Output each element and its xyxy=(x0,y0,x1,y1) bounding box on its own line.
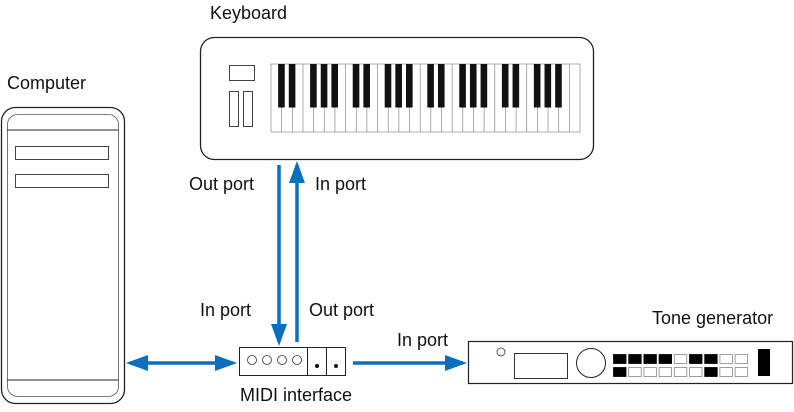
black-key xyxy=(501,64,509,108)
black-key xyxy=(437,64,445,108)
black-key xyxy=(395,64,402,108)
midi-interface-device xyxy=(239,347,346,376)
black-key xyxy=(331,64,339,108)
tone-in-port-label: In port xyxy=(397,330,449,350)
tone-generator-button xyxy=(658,367,672,377)
tone-generator-button xyxy=(734,354,748,364)
tone-generator-button xyxy=(704,367,718,377)
midi-interface-label: MIDI interface xyxy=(240,385,353,405)
black-key xyxy=(459,64,466,108)
black-key xyxy=(352,64,360,108)
black-key xyxy=(480,64,488,108)
tone-generator-button xyxy=(628,367,642,377)
white-keys-frame xyxy=(270,63,581,133)
black-key xyxy=(512,64,520,108)
tone-generator-device xyxy=(467,340,794,385)
black-key xyxy=(310,64,317,108)
black-key xyxy=(533,64,541,108)
computer-tower xyxy=(0,106,126,405)
black-key xyxy=(278,64,285,108)
tone-generator-button xyxy=(689,354,703,364)
tone-generator-button xyxy=(719,354,733,364)
black-key xyxy=(555,64,562,108)
tone-generator-button xyxy=(658,354,672,364)
black-key xyxy=(320,64,328,108)
keyboard-in-port-label: In port xyxy=(315,174,367,194)
keyboard-label: Keyboard xyxy=(210,3,288,23)
tone-generator-button xyxy=(673,354,688,364)
tone-generator-button xyxy=(673,367,688,377)
drive-bay xyxy=(15,146,109,160)
interface-out-port-label: Out port xyxy=(309,300,375,320)
keyboard-out-port-label: Out port xyxy=(189,174,255,194)
tone-generator-button xyxy=(613,354,627,364)
black-key xyxy=(469,64,477,108)
tone-generator-button xyxy=(734,367,748,377)
tone-generator-button xyxy=(643,367,657,377)
tone-generator-button xyxy=(719,367,733,377)
black-key xyxy=(544,64,552,108)
piano-keys xyxy=(270,63,581,133)
tone-generator-button xyxy=(613,367,627,377)
tone-generator-button xyxy=(643,354,657,364)
computer-label: Computer xyxy=(7,73,87,93)
drive-bay xyxy=(15,174,109,188)
interface-in-port-label: In port xyxy=(200,300,252,320)
keyboard-device xyxy=(199,36,595,161)
black-key xyxy=(427,64,434,108)
black-key xyxy=(363,64,370,108)
tone-generator-button xyxy=(704,354,718,364)
black-key xyxy=(288,64,296,108)
tone-generator-label: Tone generator xyxy=(652,308,774,328)
tone-generator-buttons xyxy=(613,354,748,377)
tone-generator-button xyxy=(689,367,703,377)
black-key xyxy=(406,64,413,108)
black-key xyxy=(384,64,392,108)
tone-generator-button xyxy=(628,354,642,364)
